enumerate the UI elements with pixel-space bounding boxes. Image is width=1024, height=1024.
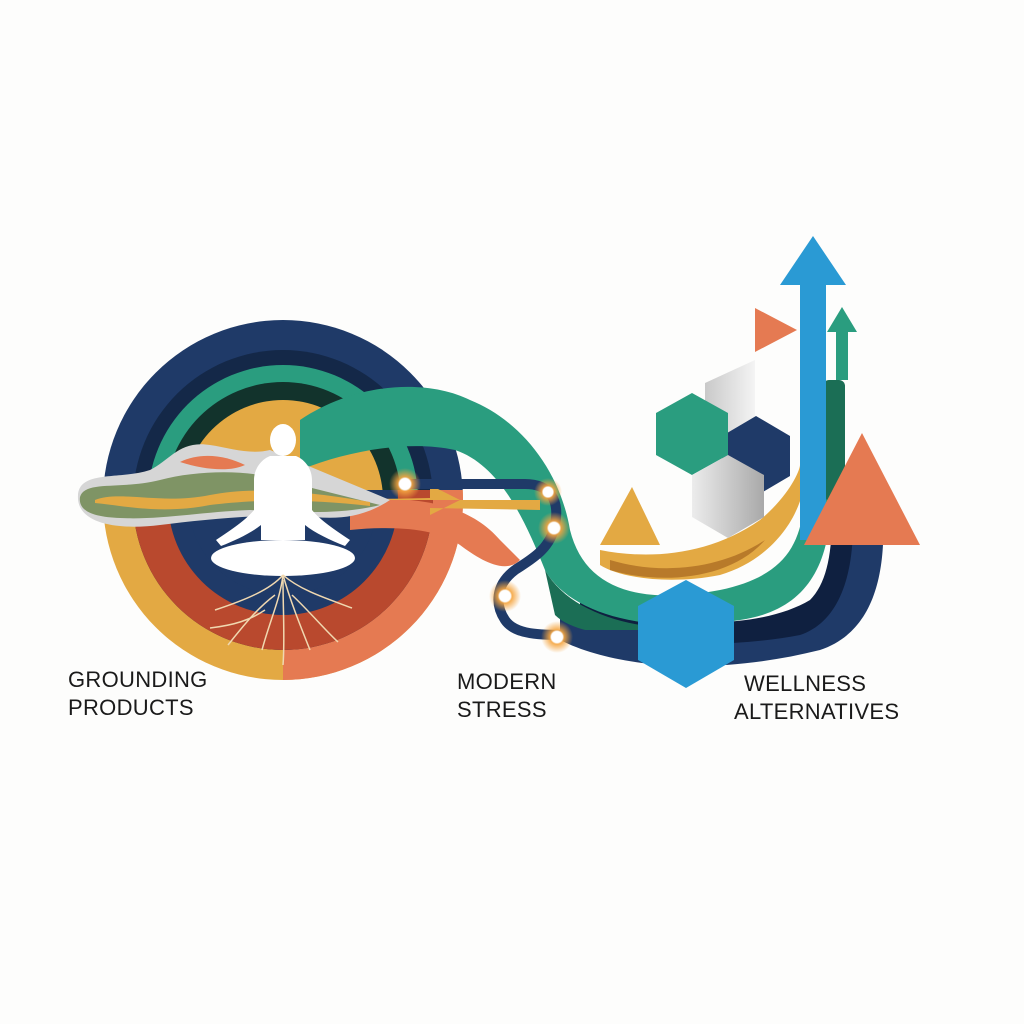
label-line: WELLNESS (744, 671, 867, 696)
label-line: ALTERNATIVES (734, 699, 900, 724)
meditating-figure-icon (211, 424, 355, 576)
roots-icon (209, 574, 353, 666)
flow-bands (300, 386, 884, 667)
label-line: GROUNDING (68, 667, 208, 692)
label-wellness-alternatives: WELLNESS ALTERNATIVES (734, 670, 899, 726)
label-line: PRODUCTS (68, 695, 194, 720)
label-grounding-products: GROUNDING PRODUCTS (68, 666, 208, 722)
label-line: MODERN (457, 669, 557, 694)
label-line: STRESS (457, 697, 547, 722)
stress-path-nodes (389, 468, 573, 653)
wellness-shapes (638, 236, 920, 688)
label-modern-stress: MODERN STRESS (457, 668, 557, 724)
